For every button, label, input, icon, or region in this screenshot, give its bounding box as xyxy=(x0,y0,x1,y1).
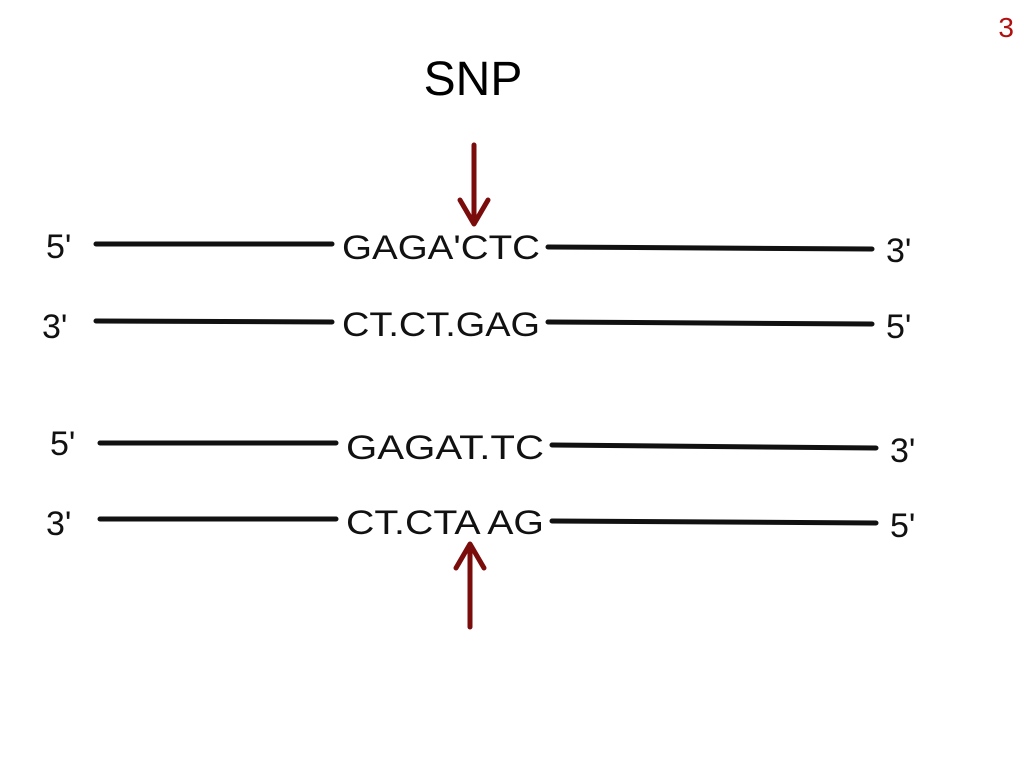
dna-strand-pair1-bottom: 3' CT.CT.GAG 5' xyxy=(42,306,911,346)
slide-title: SNP xyxy=(423,53,523,106)
strand-end-label: 5' xyxy=(50,425,75,463)
dna-strand-pair1-top: 5' GAGA'CTC 3' xyxy=(46,228,911,270)
arrow-up-icon xyxy=(453,541,487,630)
page-number: 3 xyxy=(998,12,1014,43)
sequence-text: GAGAT.TC xyxy=(346,429,544,467)
strand-end-label: 5' xyxy=(890,507,915,545)
strand-end-label: 5' xyxy=(886,308,911,346)
strand-end-label: 3' xyxy=(890,432,915,470)
strand-end-label: 3' xyxy=(42,308,67,346)
strand-end-label: 3' xyxy=(886,232,911,270)
strand-end-label: 3' xyxy=(46,505,71,543)
sequence-text: CT.CT.GAG xyxy=(342,306,540,344)
dna-strand-pair2-top: 5' GAGAT.TC 3' xyxy=(50,425,915,470)
sequence-text: GAGA'CTC xyxy=(342,229,540,267)
sequence-text: CT.CTA AG xyxy=(346,504,544,542)
dna-strand-pair2-bottom: 3' CT.CTA AG 5' xyxy=(46,504,915,545)
arrow-down-icon xyxy=(457,142,491,227)
strand-end-label: 5' xyxy=(46,228,71,266)
